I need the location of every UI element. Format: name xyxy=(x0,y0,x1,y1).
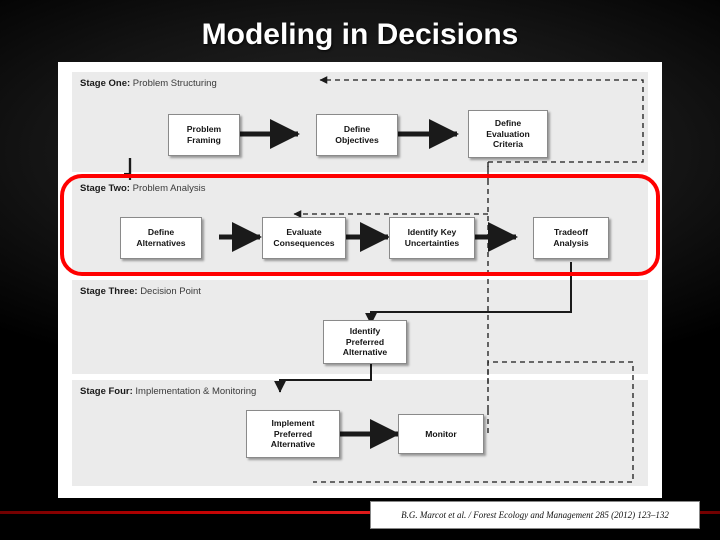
node-identify-preferred-alternative[interactable]: Identify Preferred Alternative xyxy=(323,320,407,364)
node-implement-preferred-alternative[interactable]: Implement Preferred Alternative xyxy=(246,410,340,458)
stage-four-label: Implementation & Monitoring xyxy=(135,386,257,397)
stage-label-three: Stage Three: Decision Point xyxy=(80,286,201,297)
node-identify-key-uncertainties[interactable]: Identify Key Uncertainties xyxy=(389,217,475,259)
stage-two-label: Problem Analysis xyxy=(132,183,206,194)
source-caption: B.G. Marcot et al. / Forest Ecology and … xyxy=(370,501,700,529)
stage-label-two: Stage Two: Problem Analysis xyxy=(80,183,205,194)
stage-two-number: Stage Two: xyxy=(80,183,130,194)
node-define-alternatives[interactable]: Define Alternatives xyxy=(120,217,202,259)
decision-process-diagram: Stage One: Problem Structuring Stage Two… xyxy=(58,62,662,498)
node-define-evaluation-criteria[interactable]: Define Evaluation Criteria xyxy=(468,110,548,158)
node-problem-framing[interactable]: Problem Framing xyxy=(168,114,240,156)
node-define-objectives[interactable]: Define Objectives xyxy=(316,114,398,156)
node-evaluate-consequences[interactable]: Evaluate Consequences xyxy=(262,217,346,259)
page-title: Modeling in Decisions xyxy=(201,18,519,51)
source-caption-text: B.G. Marcot et al. / Forest Ecology and … xyxy=(401,510,669,520)
node-monitor[interactable]: Monitor xyxy=(398,414,484,454)
stage-one-label: Problem Structuring xyxy=(132,78,217,89)
stage-three-label: Decision Point xyxy=(140,286,201,297)
stage-one-number: Stage One: xyxy=(80,78,131,89)
node-tradeoff-analysis[interactable]: Tradeoff Analysis xyxy=(533,217,609,259)
figure-panel: Stage One: Problem Structuring Stage Two… xyxy=(58,62,662,498)
stage-three-number: Stage Three: xyxy=(80,286,138,297)
stage-label-four: Stage Four: Implementation & Monitoring xyxy=(80,386,256,397)
stage-four-number: Stage Four: xyxy=(80,386,133,397)
stage-two-highlight xyxy=(60,174,660,276)
stage-label-one: Stage One: Problem Structuring xyxy=(80,78,217,89)
bottom-accent-rule xyxy=(0,511,720,514)
